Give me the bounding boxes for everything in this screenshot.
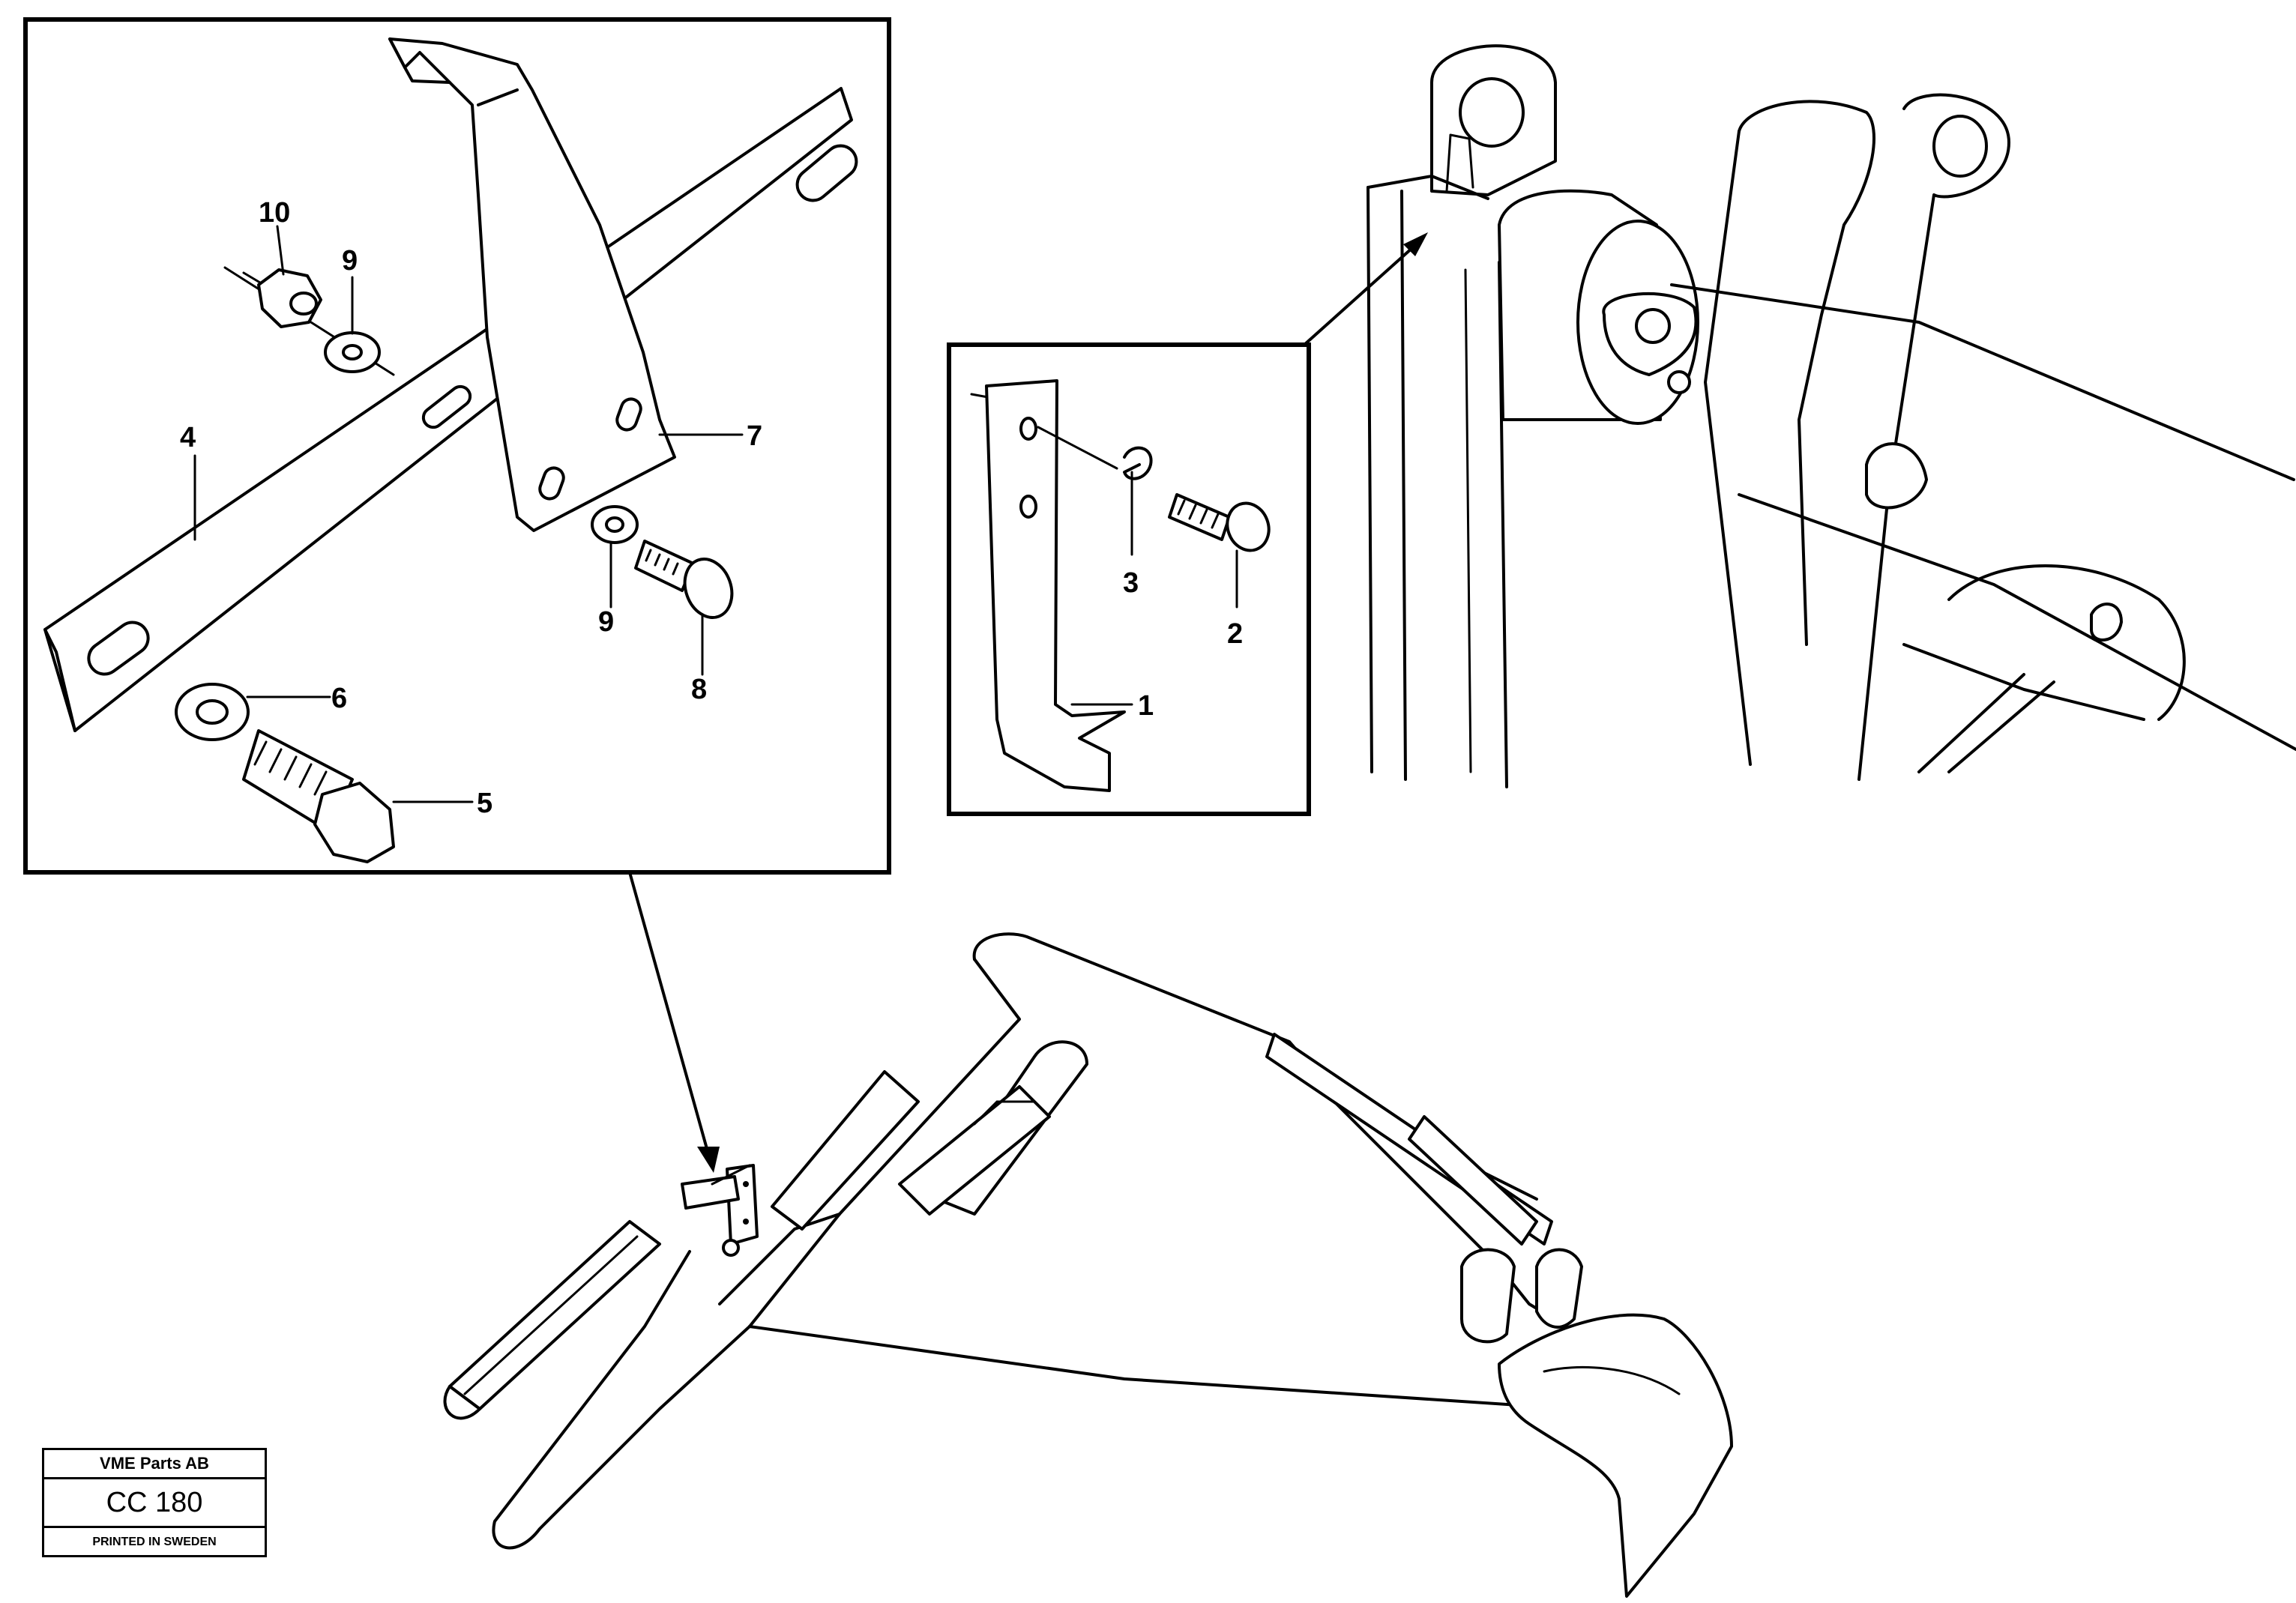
callout-4: 4 — [180, 422, 196, 453]
callout-8: 8 — [691, 674, 707, 705]
callout-leaders-inset — [193, 225, 744, 803]
washer-part-9-upper — [324, 331, 381, 373]
bracket-part-1 — [970, 379, 1126, 792]
stamp-code: CC 180 — [44, 1479, 265, 1528]
callout-10: 10 — [259, 197, 290, 229]
callout-leaders-middle — [1070, 471, 1238, 706]
bracket-part-7 — [388, 37, 676, 532]
pointer-arrow-bottom — [628, 871, 720, 1173]
excavator-boom-view — [443, 932, 1733, 1598]
callout-7: 7 — [747, 420, 762, 452]
bolt-part-8 — [634, 540, 734, 619]
bolt-part-5 — [242, 729, 395, 863]
callout-6: 6 — [331, 683, 347, 714]
washer-part-9-lower — [591, 505, 639, 544]
callout-9-upper: 9 — [342, 245, 358, 277]
callout-2: 2 — [1227, 618, 1243, 650]
bolt-part-2 — [1168, 493, 1271, 552]
callout-3: 3 — [1123, 567, 1139, 599]
callout-1: 1 — [1138, 690, 1154, 722]
washer-part-6 — [175, 683, 250, 741]
nut-part-10 — [242, 268, 322, 328]
parts-stamp: VME Parts AB CC 180 PRINTED IN SWEDEN — [42, 1448, 267, 1557]
pointer-arrow-top — [1303, 232, 1428, 346]
callout-5: 5 — [477, 788, 492, 819]
machine-top-view — [1367, 44, 2296, 788]
clip-part-3 — [1037, 426, 1153, 480]
callout-9-lower: 9 — [598, 606, 614, 638]
stamp-printed: PRINTED IN SWEDEN — [92, 1536, 217, 1548]
stamp-company: VME Parts AB — [44, 1450, 265, 1479]
